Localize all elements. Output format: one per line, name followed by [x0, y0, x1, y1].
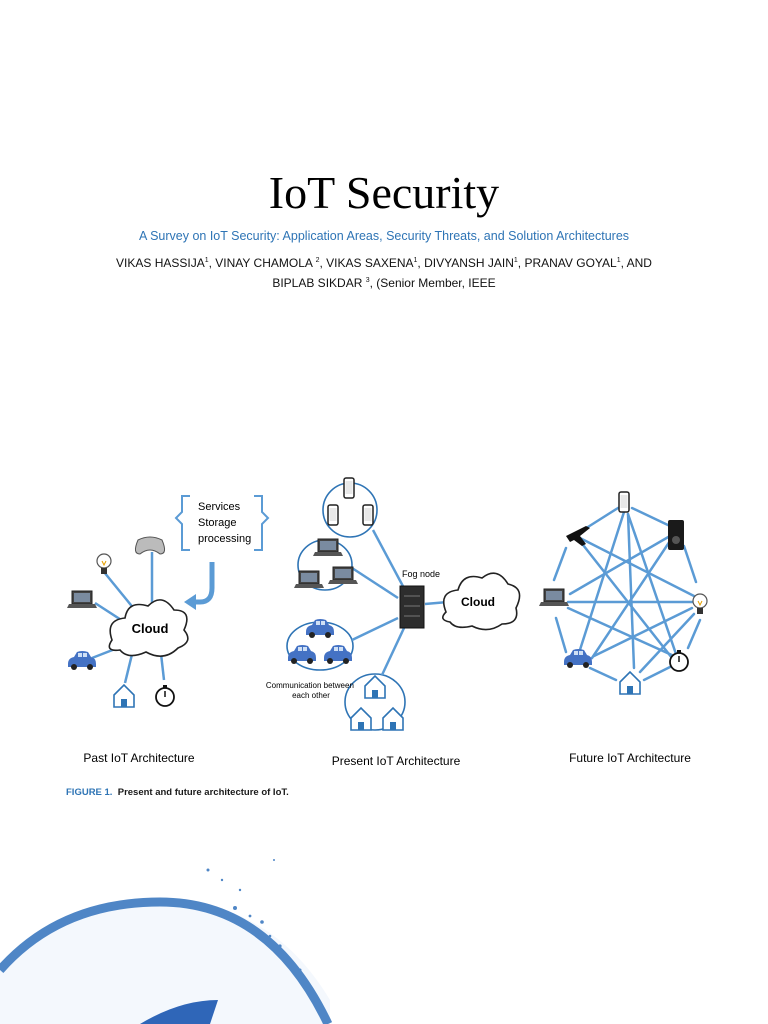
gamepad-icon: [134, 536, 166, 555]
author-list: VIKAS HASSIJA1, VINAY CHAMOLA 2, VIKAS S…: [0, 252, 768, 292]
bulb-icon: [96, 553, 112, 575]
present-cloud-shape: [442, 572, 521, 631]
past-architecture-label: Past IoT Architecture: [83, 751, 194, 765]
stopwatch-icon: [155, 684, 175, 707]
car-icon: [564, 649, 592, 668]
decorative-arc-fill: [0, 900, 330, 1024]
laptop-icon: [327, 566, 359, 585]
decorative-brush-fill: [140, 1000, 218, 1024]
airplane-icon: [566, 526, 590, 546]
past-cloud-label: Cloud: [132, 621, 169, 636]
arrow-head-icon: [184, 594, 196, 610]
smartphone-icon: [362, 504, 374, 526]
services-item: Services: [198, 501, 241, 513]
authors-line-2: BIPLAB SIKDAR 3, (Senior Member, IEEE: [0, 272, 768, 292]
laptop-icon: [538, 588, 570, 607]
services-list: Services Storage processing: [198, 501, 251, 545]
present-architecture-label: Present IoT Architecture: [332, 754, 461, 768]
affiliation-mark: 2: [315, 257, 320, 264]
iot-architecture-figure: Cloud Services Storage processing Past I…: [66, 477, 708, 768]
fog-node-label: Fog node: [402, 569, 440, 579]
communication-label-line: Communication between: [266, 681, 354, 690]
smartphone-icon: [327, 504, 339, 526]
author-name: BIPLAB SIKDAR: [272, 276, 366, 290]
stopwatch-icon: [669, 649, 689, 672]
present-architecture: Fog node Cloud Communication between eac…: [266, 477, 521, 768]
affiliation-mark: 1: [204, 257, 209, 264]
future-architecture-label: Future IoT Architecture: [569, 751, 691, 765]
home-icon: [382, 707, 404, 731]
services-arrow-icon: [192, 562, 215, 605]
authors-conjunction: , AND: [620, 256, 652, 270]
affiliation-mark: 1: [616, 257, 621, 264]
figure-number: FIGURE 1.: [66, 787, 113, 798]
laptop-icon: [312, 538, 344, 557]
author-name: DIVYANSH JAIN: [424, 256, 514, 270]
affiliation-mark: 1: [413, 257, 418, 264]
present-links: [351, 529, 449, 676]
fog-server-icon: [399, 585, 425, 629]
author-name: VINAY CHAMOLA: [215, 256, 316, 270]
bulb-icon: [692, 593, 708, 615]
home-icon: [113, 684, 135, 708]
document-title: IoT Security: [268, 167, 500, 218]
smartphone-icon: [343, 477, 355, 499]
home-icon: [619, 671, 641, 695]
figure-caption-text: Present and future architecture of IoT.: [117, 787, 289, 798]
author-name: PRANAV GOYAL: [524, 256, 617, 270]
smartphone-icon: [618, 491, 630, 513]
author-membership: , (Senior Member, IEEE: [369, 276, 496, 290]
decorative-arc-stroke: [0, 897, 333, 1024]
paper-subtitle: A Survey on IoT Security: Application Ar…: [138, 229, 630, 243]
laptop-icon: [293, 570, 325, 589]
past-cloud-shape: [108, 599, 189, 657]
figure-caption: FIGURE 1. Present and future architectur…: [66, 787, 289, 798]
affiliation-mark: 1: [513, 257, 518, 264]
affiliation-mark: 3: [365, 277, 370, 284]
author-name: VIKAS HASSIJA: [116, 256, 205, 270]
present-cloud-label: Cloud: [461, 595, 495, 609]
services-item: processing: [198, 533, 251, 545]
laptop-icon: [66, 590, 98, 609]
authors-line-1: VIKAS HASSIJA1, VINAY CHAMOLA 2, VIKAS S…: [116, 256, 652, 270]
past-architecture: Cloud Services Storage processing Past I…: [66, 495, 270, 765]
services-bracket: [174, 495, 270, 551]
home-icon: [364, 675, 386, 699]
communication-label-line: each other: [292, 691, 330, 700]
decorative-swoosh: [0, 859, 333, 1024]
communication-label: Communication between each other: [266, 681, 356, 700]
author-name: VIKAS SAXENA: [326, 256, 414, 270]
speaker-icon: [668, 520, 684, 550]
future-architecture: Future IoT Architecture: [538, 491, 708, 765]
car-icon: [306, 619, 334, 638]
decorative-speckles: [206, 859, 302, 972]
car-icon: [288, 645, 316, 664]
car-icon: [324, 645, 352, 664]
home-icon: [350, 707, 372, 731]
future-mesh-links: [552, 506, 702, 682]
services-item: Storage: [198, 517, 237, 529]
car-icon: [68, 651, 96, 670]
